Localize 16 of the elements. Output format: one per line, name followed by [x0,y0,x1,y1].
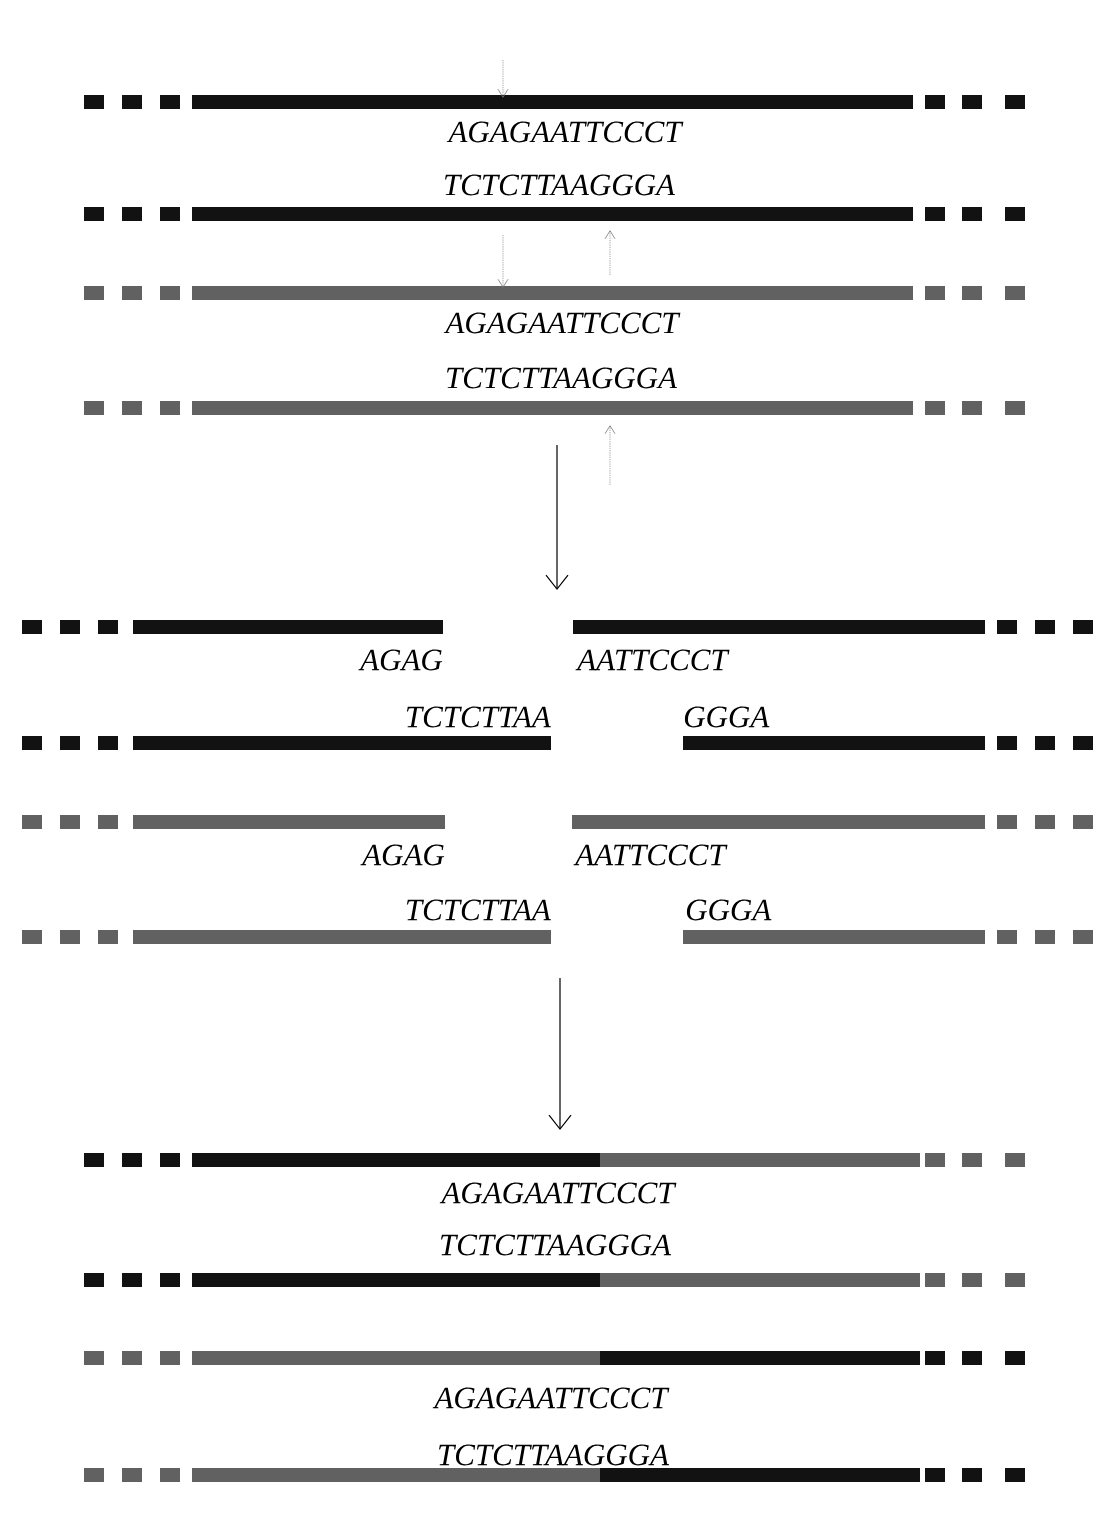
sequence-label: AATTCCCT [573,844,728,866]
sequence-label: GGGA [684,706,770,728]
sequence-label: TCTCTTAA [406,899,551,921]
sequence-label: TCTCTTAAGGGA [439,1444,670,1466]
sequence-label: AGAG [360,844,445,866]
sequence-label: AATTCCCT [575,649,730,671]
sequence-label: TCTCTTAAGGGA [447,367,678,389]
sequence-label: AGAGAATTCCCT [439,1182,677,1204]
sequence-label: AGAG [358,649,443,671]
sequence-label: GGGA [686,899,772,921]
sequence-label: AGAGAATTCCCT [443,312,681,334]
sequence-label: TCTCTTAA [406,706,551,728]
sequence-label: AGAGAATTCCCT [432,1387,670,1409]
sequence-label: AGAGAATTCCCT [446,121,684,143]
sequence-label: TCTCTTAAGGGA [445,174,676,196]
sequence-label: TCTCTTAAGGGA [441,1234,672,1256]
